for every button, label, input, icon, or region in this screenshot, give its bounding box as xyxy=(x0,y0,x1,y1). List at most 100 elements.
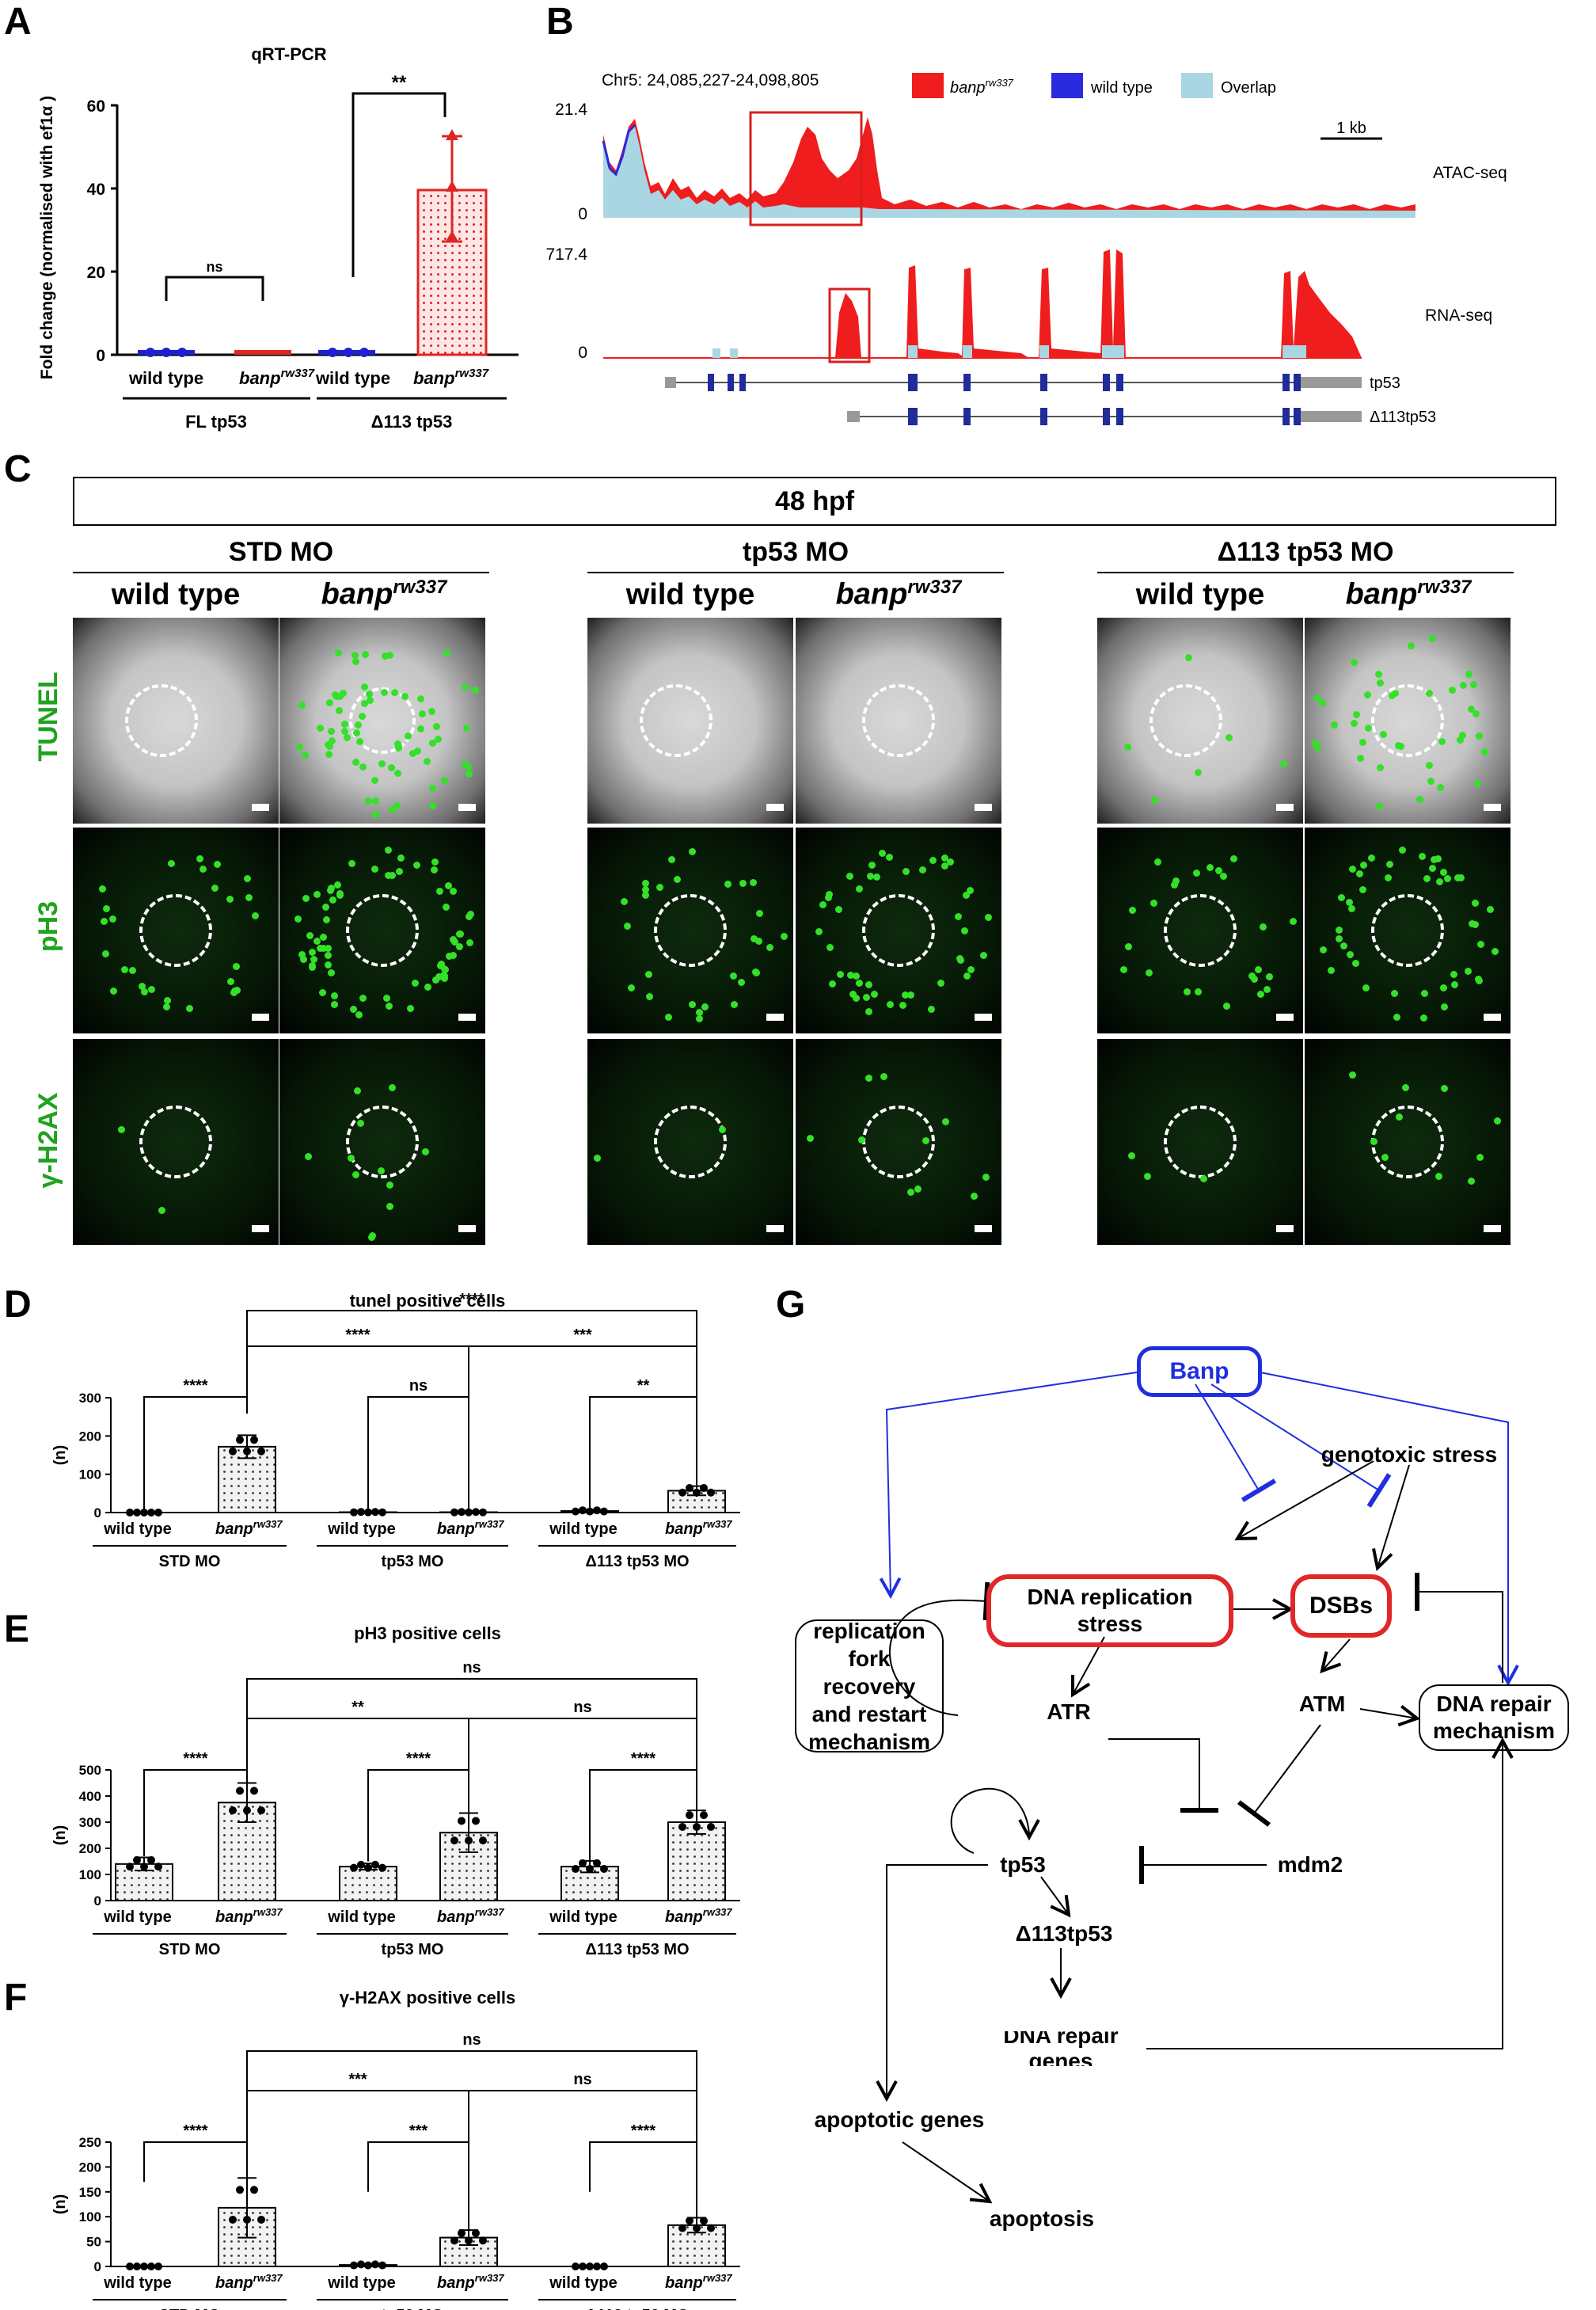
chart-ylabel: (n) xyxy=(51,1825,69,1846)
labeled-cell xyxy=(967,965,975,973)
labeled-cell xyxy=(428,739,436,747)
labeled-cell xyxy=(336,892,344,900)
scale-bar xyxy=(1484,1014,1501,1021)
labeled-cell xyxy=(755,910,763,918)
sig-bracket xyxy=(246,2090,469,2142)
micrograph-tile xyxy=(1305,828,1510,1033)
panel-a-xlabel-gene: banp xyxy=(413,368,455,388)
x-label: banprw337 xyxy=(665,1906,732,1926)
panel-g-diagram: Banp genotoxic stress DNA replication st… xyxy=(795,1346,1569,2231)
scale-bar xyxy=(1276,804,1294,811)
labeled-cell xyxy=(1460,681,1468,689)
data-point xyxy=(678,1822,686,1831)
labeled-cell xyxy=(367,1234,375,1242)
labeled-cell xyxy=(1429,864,1437,872)
labeled-cell xyxy=(429,802,437,810)
labeled-cell xyxy=(386,651,394,659)
sig-bracket xyxy=(246,1718,469,1770)
panel-c-row-ph3: pH3 xyxy=(33,900,63,953)
x-label: wild type xyxy=(327,1909,396,1926)
labeled-cell xyxy=(328,728,336,736)
labeled-cell xyxy=(1347,905,1355,913)
micrograph-tile xyxy=(73,828,279,1033)
labeled-cell xyxy=(226,895,234,903)
labeled-cell xyxy=(1337,894,1345,902)
labeled-cell xyxy=(336,707,344,714)
data-point xyxy=(450,2236,458,2245)
labeled-cell xyxy=(878,850,886,858)
group-label: Δ113 tp53 MO xyxy=(585,2307,689,2310)
labeled-cell xyxy=(1429,634,1437,642)
labeled-cell xyxy=(1454,874,1462,882)
x-label: wild type xyxy=(327,1520,396,1538)
labeled-cell xyxy=(421,1147,429,1155)
labeled-cell xyxy=(1290,918,1298,926)
data-point xyxy=(133,1855,141,1864)
labeled-cell xyxy=(750,879,758,887)
sig-bracket xyxy=(589,1769,697,1862)
lens-outline xyxy=(654,1106,727,1178)
data-point xyxy=(586,1507,594,1516)
labeled-cell xyxy=(902,867,910,875)
data-point xyxy=(707,2224,715,2232)
data-point xyxy=(364,2261,372,2270)
sig-label: **** xyxy=(345,1326,370,1344)
data-point xyxy=(678,2224,686,2232)
panel-a-xlabel-sup: rw337 xyxy=(455,367,489,380)
labeled-cell xyxy=(1150,900,1157,908)
labeled-cell xyxy=(364,797,372,805)
data-point xyxy=(472,1508,480,1517)
group-label: STD MO xyxy=(159,2307,221,2310)
chart-title: pH3 positive cells xyxy=(354,1623,501,1643)
labeled-cell xyxy=(937,980,944,988)
labeled-cell xyxy=(1150,796,1158,804)
panel-c-genotype-wt: wild type xyxy=(1135,578,1265,611)
labeled-cell xyxy=(1420,990,1428,998)
micrograph-tile xyxy=(279,618,485,824)
labeled-cell xyxy=(393,801,401,809)
labeled-cell xyxy=(982,1173,990,1181)
labeled-cell xyxy=(1416,795,1423,803)
sig-label: *** xyxy=(573,1326,592,1344)
labeled-cell xyxy=(695,1008,703,1016)
panel-c-stage-box: 48 hpf xyxy=(73,477,1556,526)
labeled-cell xyxy=(1193,870,1201,877)
scale-bar xyxy=(458,804,476,811)
data-point xyxy=(465,1508,473,1517)
panel-b-atac-min: 0 xyxy=(578,205,587,223)
labeled-cell xyxy=(1377,763,1385,771)
panel-b-gene2: Δ113tp53 xyxy=(1370,409,1436,426)
labeled-cell xyxy=(1124,743,1132,751)
data-point xyxy=(126,2262,134,2270)
labeled-cell xyxy=(456,943,464,951)
labeled-cell xyxy=(1393,1014,1401,1022)
data-point xyxy=(707,1488,715,1497)
labeled-cell xyxy=(352,759,360,767)
labeled-cell xyxy=(441,972,449,980)
labeled-cell xyxy=(326,699,334,707)
labeled-cell xyxy=(946,858,954,866)
data-point xyxy=(593,1506,601,1515)
labeled-cell xyxy=(472,686,480,694)
labeled-cell xyxy=(688,847,696,855)
y-tick-label: 50 xyxy=(86,2235,101,2250)
lens-outline xyxy=(862,684,935,757)
labeled-cell xyxy=(941,1117,949,1125)
node-banp: Banp xyxy=(1137,1346,1262,1397)
labeled-cell xyxy=(1434,854,1442,862)
node-mdm2: mdm2 xyxy=(1277,1852,1343,1877)
labeled-cell xyxy=(886,854,894,862)
labeled-cell xyxy=(594,1155,602,1163)
labeled-cell xyxy=(1185,653,1193,661)
data-point xyxy=(700,1811,708,1820)
data-point xyxy=(465,1836,473,1845)
labeled-cell xyxy=(103,904,111,912)
sig-bracket xyxy=(246,1345,469,1509)
labeled-cell xyxy=(1125,943,1133,951)
chart-ylabel: (n) xyxy=(51,1445,69,1466)
sig-bracket xyxy=(468,2090,697,2142)
labeled-cell xyxy=(1225,734,1233,742)
labeled-cell xyxy=(864,1008,872,1016)
labeled-cell xyxy=(424,758,431,766)
labeled-cell xyxy=(162,1003,170,1011)
